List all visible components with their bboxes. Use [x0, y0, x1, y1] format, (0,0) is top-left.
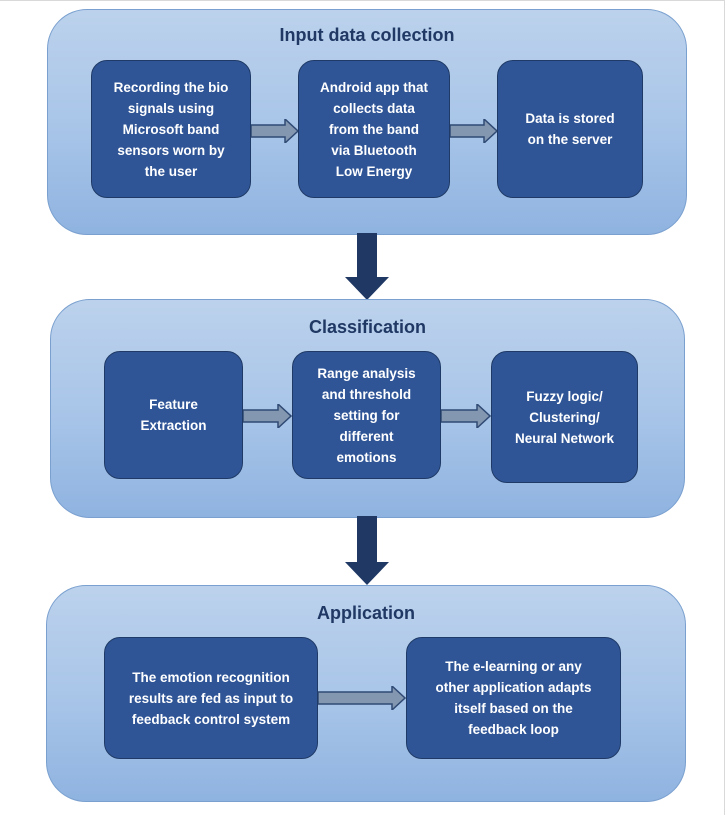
step-range-analysis: Range analysis and threshold setting for…: [292, 351, 441, 479]
step-arrow: [318, 686, 406, 710]
step-arrow: [441, 404, 491, 428]
step-feature-extraction: Feature Extraction: [104, 351, 243, 479]
stage-title: Classification: [308, 317, 427, 337]
step-android-app: Android app that collects data from the …: [298, 60, 450, 198]
stage-connector-arrow: [345, 233, 389, 300]
step-emotion-results: The emotion recognition results are fed …: [104, 637, 318, 759]
step-elearning-adapts: The e-learning or any other application …: [406, 637, 621, 759]
step-recording-bio-signals: Recording the bio signals using Microsof…: [91, 60, 251, 198]
stage-application: Application The emotion recognition resu…: [46, 585, 686, 802]
stage-title: Input data collection: [279, 25, 455, 45]
stage-classification: Classification Feature Extraction Range …: [50, 299, 685, 518]
step-arrow: [243, 404, 292, 428]
stage-input-data-collection: Input data collection Recording the bio …: [47, 9, 687, 235]
stage-title: Application: [317, 603, 415, 623]
step-arrow: [251, 119, 299, 143]
stage-connector-arrow: [345, 516, 389, 585]
step-fuzzy-logic: Fuzzy logic/ Clustering/ Neural Network: [491, 351, 638, 483]
step-data-stored: Data is stored on the server: [497, 60, 643, 198]
step-arrow: [450, 119, 498, 143]
